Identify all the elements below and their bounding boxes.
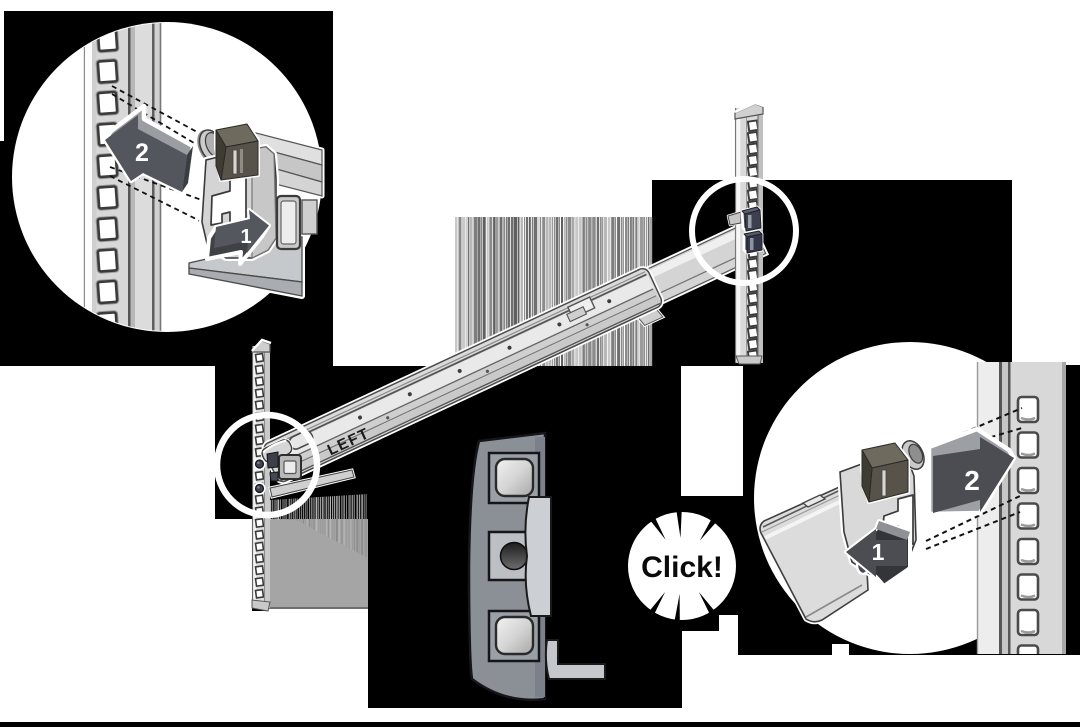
svg-text:2: 2 <box>964 465 980 496</box>
svg-text:2: 2 <box>135 139 149 167</box>
svg-text:Click!: Click! <box>641 551 723 584</box>
svg-text:1: 1 <box>240 226 251 248</box>
svg-text:1: 1 <box>872 539 885 565</box>
